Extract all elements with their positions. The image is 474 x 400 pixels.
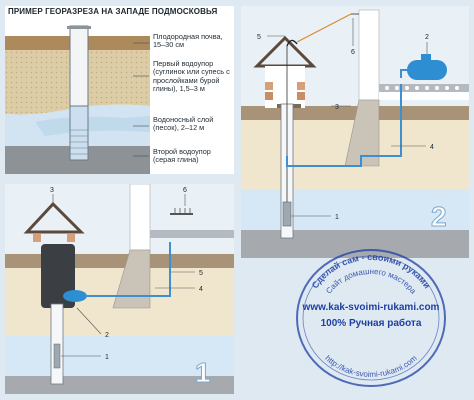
callout-6: 6	[351, 49, 355, 56]
callout-1: 1	[335, 214, 339, 221]
callout-1: 1	[105, 354, 109, 361]
watermark-url: www.kak-svoimi-rukami.com	[302, 302, 440, 313]
watermark-stamp: Сделай сам - своими руками Сайт домашнег…	[286, 240, 456, 390]
callout-2: 2	[105, 332, 109, 339]
layer-label-aquifer: Водоносный слой (песок), 2–12 м	[153, 115, 214, 133]
callout-5: 5	[199, 270, 203, 277]
callout-3: 3	[50, 187, 54, 194]
scheme-one-panel: 1 2 3 4 5 6 1	[5, 184, 234, 394]
scheme-one-drawing: 1 2 3 4 5 6 1	[5, 184, 234, 394]
callout-6: 6	[183, 187, 187, 194]
water-pipe	[286, 84, 402, 167]
ground-surface	[241, 106, 469, 120]
scheme-two-drawing: 1 2 3 4 5 6 2	[241, 6, 469, 258]
scheme-two-panel: 1 2 3 4 5 6 2	[241, 6, 469, 258]
pressure-tank	[407, 60, 447, 80]
geo-section-title: Пример георазреза на западе Подмосковья	[8, 7, 218, 16]
geo-section-panel: Пример георазреза на западе Подмосковья …	[5, 6, 234, 174]
svg-text:http://kak-svoimi-rukami.com: http://kak-svoimi-rukami.com	[323, 353, 419, 379]
svg-text:Сайт домашнего мастера: Сайт домашнего мастера	[324, 267, 418, 296]
callout-4: 4	[199, 286, 203, 293]
watermark-slogan: 100% Ручная работа	[321, 317, 422, 329]
geo-section-drawing	[5, 6, 234, 174]
watermark-arc-text-2: Сайт домашнего мастера	[324, 267, 418, 296]
aquifer	[241, 190, 469, 230]
callout-3: 3	[335, 104, 339, 111]
layer-label-second-aquitard: Второй водоупор (серая глина)	[153, 147, 211, 165]
callout-5: 5	[257, 34, 261, 41]
callout-2: 2	[425, 34, 429, 41]
callout-4: 4	[430, 144, 434, 151]
layer-label-soil: Плодородная почва, 15–30 см	[153, 32, 223, 50]
scheme-number-one: 1	[195, 357, 211, 388]
pressure-tank	[63, 290, 87, 302]
layer-label-first-aquitard: Первый водоупор (суглинок или супесь с п…	[153, 59, 230, 94]
water-pipe	[87, 242, 171, 297]
watermark-bottom-url: http://kak-svoimi-rukami.com	[323, 353, 419, 379]
scheme-number-two: 2	[431, 201, 447, 232]
